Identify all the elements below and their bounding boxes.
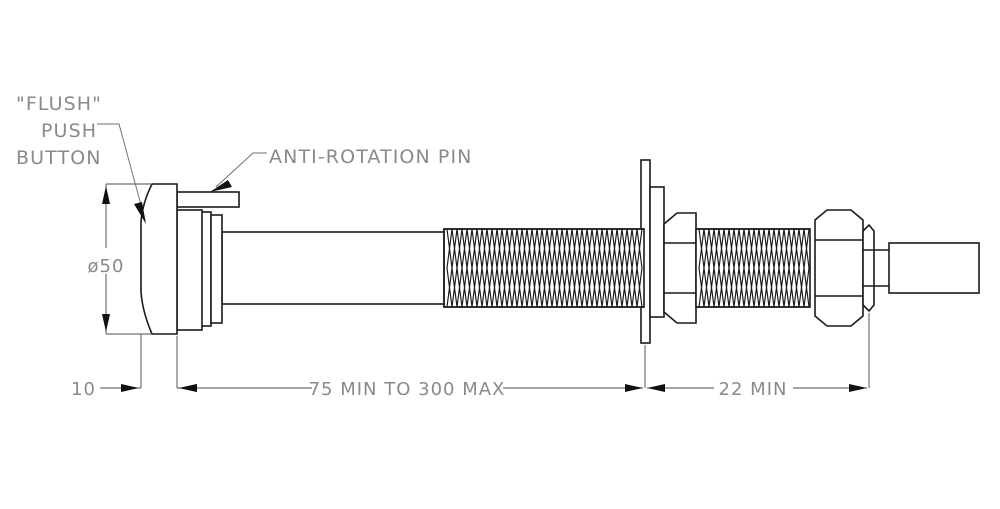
front-thread-hatching (446, 228, 643, 308)
front-hex-nut (663, 212, 697, 324)
flush-label-line-3: BUTTON (16, 147, 102, 169)
switch-body (176, 209, 203, 331)
dimension-rear-length: 22 MIN (647, 379, 867, 400)
dimension-extension-lines (140, 313, 870, 388)
flush-push-button-leader (97, 123, 146, 224)
shaft-length-dimension-text: 75 MIN TO 300 MAX (309, 379, 506, 400)
anti-rotation-pin (176, 191, 240, 208)
diameter-dimension-text: ø50 (88, 256, 125, 277)
terminal-shoulder (862, 223, 875, 313)
anti-rotation-pin-label: ANTI-ROTATION PIN (269, 146, 472, 168)
body-collar (199, 211, 223, 327)
terminal-stems (874, 249, 889, 287)
flush-push-button-label: "FLUSH" PUSH BUTTON (16, 93, 102, 169)
dimension-diameter: ø50 (86, 183, 152, 335)
flush-label-line-2: PUSH (41, 120, 97, 142)
flush-button-bezel (140, 183, 178, 335)
bezel-depth-dimension-text: 10 (71, 379, 96, 400)
rear-thread-hatching (698, 228, 810, 308)
rear-hex-nut (814, 209, 864, 327)
plain-shaft (221, 231, 447, 305)
front-threaded-section (443, 228, 645, 308)
dimension-shaft-length: 75 MIN TO 300 MAX (179, 379, 643, 400)
flat-washer (649, 186, 665, 318)
rear-threaded-section (695, 228, 811, 308)
cable-terminal-block (888, 242, 980, 294)
anti-rotation-pin-leader (210, 152, 267, 192)
rear-length-dimension-text: 22 MIN (719, 379, 788, 400)
flush-label-line-1: "FLUSH" (16, 93, 102, 115)
